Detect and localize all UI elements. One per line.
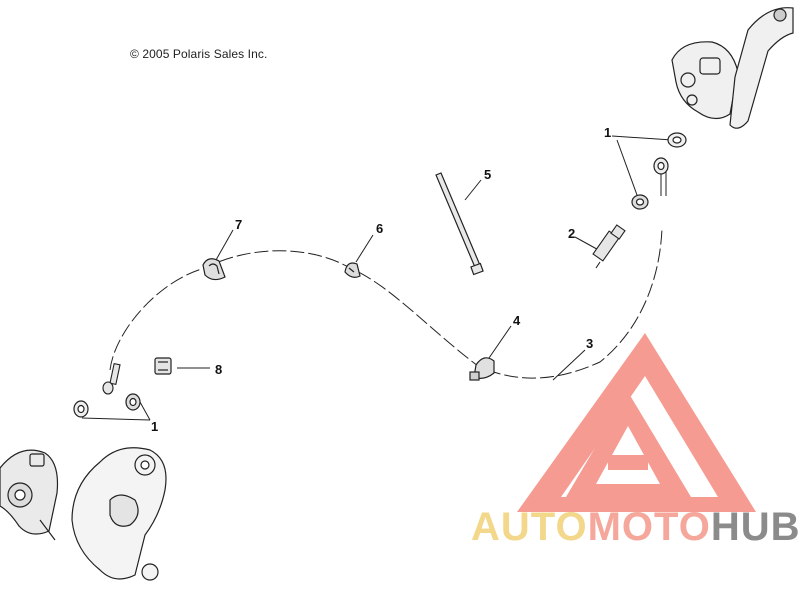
washer-top-2: [653, 157, 669, 175]
banjo-bolt: [592, 224, 626, 269]
callout-4: 4: [513, 313, 521, 328]
copyright-notice: © 2005 Polaris Sales Inc.: [130, 47, 268, 61]
watermark-text: AUTOMOTOHUB: [471, 505, 800, 549]
steering-knuckle: [71, 447, 167, 581]
brake-caliper: [0, 449, 59, 541]
washer-top-3: [631, 194, 649, 210]
watermark-auto: AUTO: [471, 505, 588, 549]
callout-8: 8: [215, 362, 223, 377]
washer-bottom-2: [125, 393, 141, 411]
bolt-8: [154, 357, 172, 375]
master-cylinder: [671, 7, 794, 129]
washer-top-1: [667, 132, 687, 148]
watermark-logo: [517, 333, 756, 512]
callout-6: 6: [376, 221, 384, 236]
callout-7: 7: [235, 217, 243, 232]
callout-5: 5: [484, 167, 492, 182]
watermark-hub: HUB: [710, 505, 800, 549]
callout-3: 3: [586, 336, 594, 351]
callout-2: 2: [568, 226, 576, 241]
line-fitting: [102, 362, 121, 395]
watermark-moto: MOTO: [587, 505, 711, 549]
clip-6: [344, 262, 361, 278]
leader-lines: [81, 135, 673, 421]
callout-1-bottom: 1: [151, 419, 159, 434]
washer-bottom-1: [73, 400, 89, 418]
callout-1-top: 1: [604, 125, 612, 140]
clamp-7: [202, 258, 226, 281]
clamp-4: [469, 357, 495, 381]
brake-line: [109, 227, 663, 379]
rod: [435, 172, 484, 276]
